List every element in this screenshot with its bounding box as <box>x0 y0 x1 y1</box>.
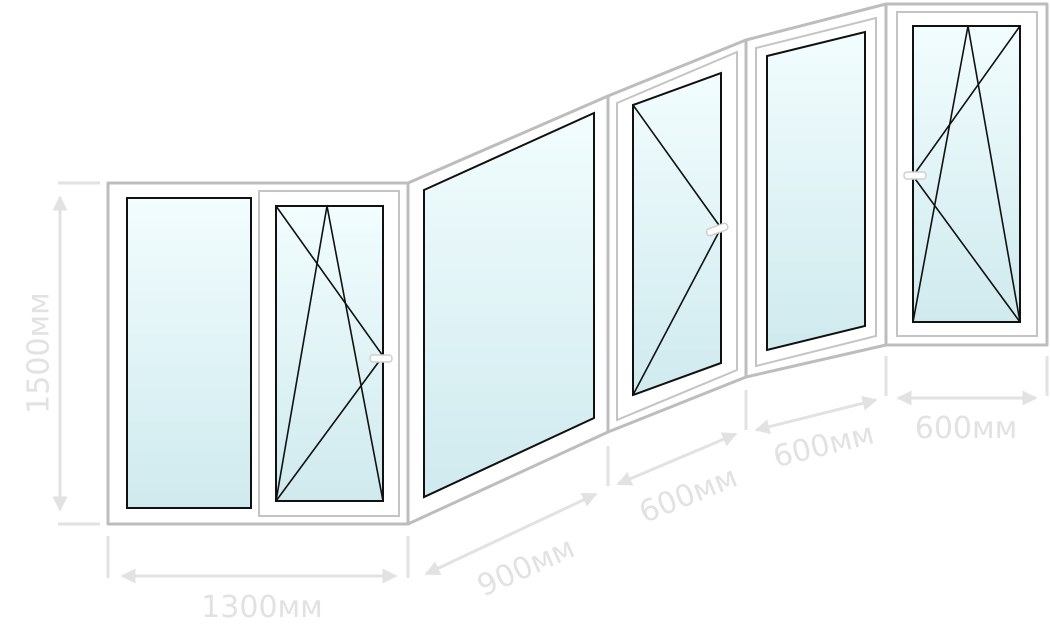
tilt-turn-glass-pane <box>275 205 384 502</box>
tilt-opening-indicator <box>275 205 384 502</box>
tilt-opening-indicator <box>912 25 1021 323</box>
window-segment-2 <box>406 94 610 526</box>
window-segment-3 <box>606 38 748 434</box>
height-label: 1500мм <box>22 292 57 414</box>
width-2-label: 900мм <box>472 530 580 604</box>
window-segment-4 <box>744 2 888 379</box>
window-segment-5 <box>884 2 1049 347</box>
width-4-label: 600мм <box>770 416 878 475</box>
sash-frame <box>258 190 400 517</box>
fixed-glass-pane <box>126 197 252 509</box>
sash-frame <box>755 16 877 368</box>
fixed-glass-pane <box>423 111 595 499</box>
sash-frame <box>616 50 738 422</box>
fixed-glass-pane <box>766 30 866 352</box>
width-2-arrow <box>424 492 598 576</box>
width-5-label: 600мм <box>915 411 1018 446</box>
window-handle-icon <box>369 354 393 363</box>
dimension-lines <box>52 181 1049 584</box>
turn-glass-pane <box>632 71 722 397</box>
width-4-arrow <box>754 395 878 435</box>
tilt-turn-glass-pane <box>912 25 1021 323</box>
window-handle-icon <box>903 171 927 180</box>
window-segment-1 <box>106 181 410 526</box>
width-3-arrow <box>616 432 738 486</box>
window-handle-icon <box>705 222 729 237</box>
width-1-label: 1300мм <box>201 590 323 625</box>
sash-frame <box>896 11 1038 337</box>
